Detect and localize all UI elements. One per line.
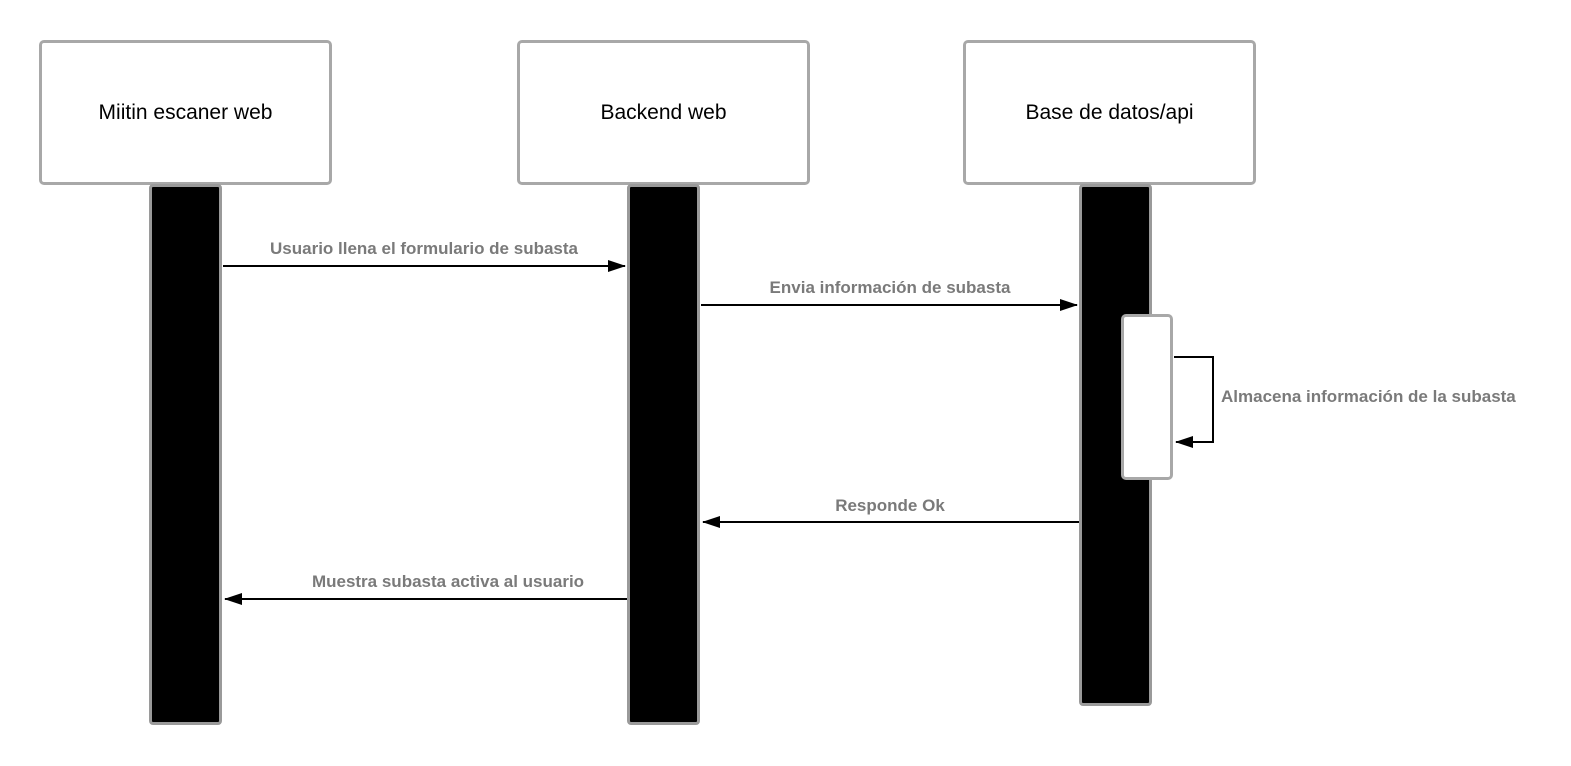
- lifeline-miitin-escaner-web: [149, 184, 222, 725]
- lifeline-backend-web: [627, 184, 700, 725]
- participant-backend-web: Backend web: [517, 40, 810, 185]
- participant-label: Base de datos/api: [1025, 100, 1194, 124]
- participant-label: Backend web: [600, 100, 727, 124]
- participant-label: Miitin escaner web: [98, 100, 273, 124]
- activation-box: [1121, 314, 1173, 480]
- message-label-3: Almacena información de la subasta: [1221, 387, 1516, 406]
- message-label-5: Muestra subasta activa al usuario: [311, 572, 585, 591]
- message-label-2: Envia información de subasta: [769, 278, 1011, 297]
- message-arrow-3: [1174, 356, 1214, 448]
- message-label-1: Usuario llena el formulario de subasta: [270, 239, 578, 258]
- participant-miitin-escaner-web: Miitin escaner web: [39, 40, 332, 185]
- message-label-4: Responde Ok: [835, 496, 945, 515]
- participant-base-de-datos-api: Base de datos/api: [963, 40, 1256, 185]
